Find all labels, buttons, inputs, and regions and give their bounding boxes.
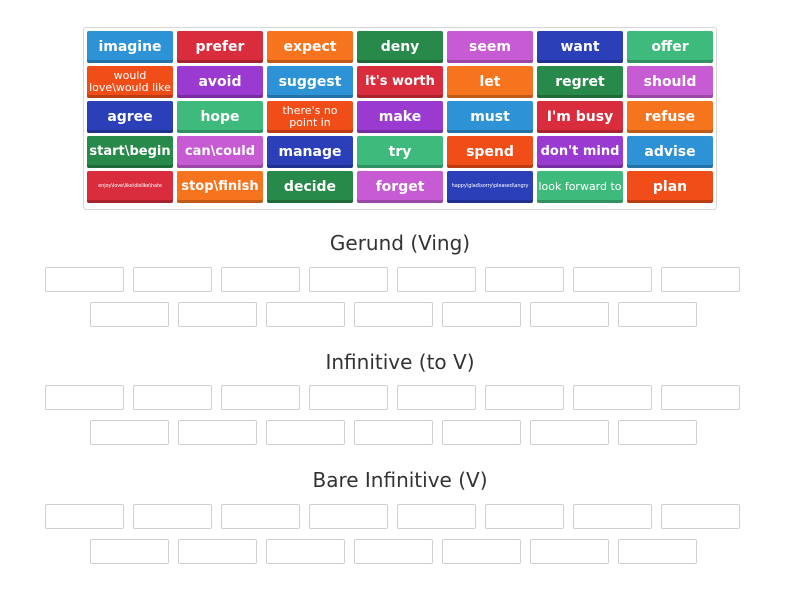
drop-slot[interactable] [661,267,740,292]
drop-slot[interactable] [397,385,476,410]
drop-slot[interactable] [530,420,609,445]
word-tile[interactable]: must [447,101,533,133]
word-tile[interactable]: decide [267,171,353,203]
word-tile[interactable]: spend [447,136,533,168]
drop-slot[interactable] [354,539,433,564]
group-title-infinitive: Infinitive (to V) [325,350,475,374]
word-tile[interactable]: there's no point in [267,101,353,133]
drop-slot[interactable] [530,302,609,327]
drop-row-infinitive-1 [45,385,740,410]
drop-slot[interactable] [485,504,564,529]
drop-slot[interactable] [133,267,212,292]
drop-slot[interactable] [661,504,740,529]
drop-slot[interactable] [45,385,124,410]
drop-slot[interactable] [309,504,388,529]
drop-slot[interactable] [442,420,521,445]
drop-slot[interactable] [309,267,388,292]
drop-slot[interactable] [133,385,212,410]
drop-slot[interactable] [178,539,257,564]
drop-slot[interactable] [618,539,697,564]
drop-slot[interactable] [178,302,257,327]
drop-slot[interactable] [573,504,652,529]
drop-slot[interactable] [90,539,169,564]
word-tile[interactable]: make [357,101,443,133]
word-tile[interactable]: refuse [627,101,713,133]
drop-slot[interactable] [442,302,521,327]
word-tile[interactable]: happy\glad\sorry\pleased\angry [447,171,533,203]
drop-slot[interactable] [354,420,433,445]
drop-slot[interactable] [618,302,697,327]
drop-slot[interactable] [90,302,169,327]
drop-slot[interactable] [573,385,652,410]
word-tile[interactable]: try [357,136,443,168]
word-tile[interactable]: look forward to [537,171,623,203]
word-tile[interactable]: prefer [177,31,263,63]
drop-slot[interactable] [442,539,521,564]
word-tile[interactable]: let [447,66,533,98]
drop-slot[interactable] [266,420,345,445]
word-tile[interactable]: imagine [87,31,173,63]
drop-slot[interactable] [45,504,124,529]
word-tile[interactable]: start\begin [87,136,173,168]
word-tile[interactable]: stop\finish [177,171,263,203]
word-tile[interactable]: advise [627,136,713,168]
group-title-gerund: Gerund (Ving) [329,231,471,255]
group-title-bare-infinitive: Bare Infinitive (V) [312,468,488,492]
drop-slot[interactable] [618,420,697,445]
word-tile[interactable]: would love\would like [87,66,173,98]
word-tile[interactable]: hope [177,101,263,133]
drop-slot[interactable] [266,302,345,327]
word-tile[interactable]: expect [267,31,353,63]
word-tile[interactable]: manage [267,136,353,168]
drop-slot[interactable] [485,385,564,410]
word-tile[interactable]: seem [447,31,533,63]
drop-slot[interactable] [266,539,345,564]
drop-slot[interactable] [221,267,300,292]
drop-slot[interactable] [354,302,433,327]
drop-slot[interactable] [573,267,652,292]
word-tile[interactable]: regret [537,66,623,98]
drop-slot[interactable] [221,504,300,529]
word-tile[interactable]: enjoy\love\like\dislike\hate [87,171,173,203]
word-tile[interactable]: deny [357,31,443,63]
word-tile[interactable]: forget [357,171,443,203]
drop-slot[interactable] [90,420,169,445]
word-tile[interactable]: I'm busy [537,101,623,133]
word-tile[interactable]: suggest [267,66,353,98]
drop-slot[interactable] [530,539,609,564]
word-tile[interactable]: should [627,66,713,98]
word-tile[interactable]: avoid [177,66,263,98]
drop-row-gerund-1 [45,267,740,292]
drop-row-bare-1 [45,504,740,529]
drop-slot[interactable] [485,267,564,292]
drop-row-gerund-2 [90,302,697,327]
drop-slot[interactable] [397,267,476,292]
drop-slot[interactable] [661,385,740,410]
word-tile[interactable]: can\could [177,136,263,168]
drop-slot[interactable] [221,385,300,410]
word-tile[interactable]: it's worth [357,66,443,98]
drop-row-infinitive-2 [90,420,697,445]
drop-row-bare-2 [90,539,697,564]
word-tile[interactable]: plan [627,171,713,203]
drop-slot[interactable] [45,267,124,292]
word-tile[interactable]: don't mind [537,136,623,168]
drop-slot[interactable] [178,420,257,445]
drop-slot[interactable] [133,504,212,529]
drop-slot[interactable] [397,504,476,529]
word-tile[interactable]: agree [87,101,173,133]
word-tile[interactable]: want [537,31,623,63]
drop-slot[interactable] [309,385,388,410]
word-tile[interactable]: offer [627,31,713,63]
